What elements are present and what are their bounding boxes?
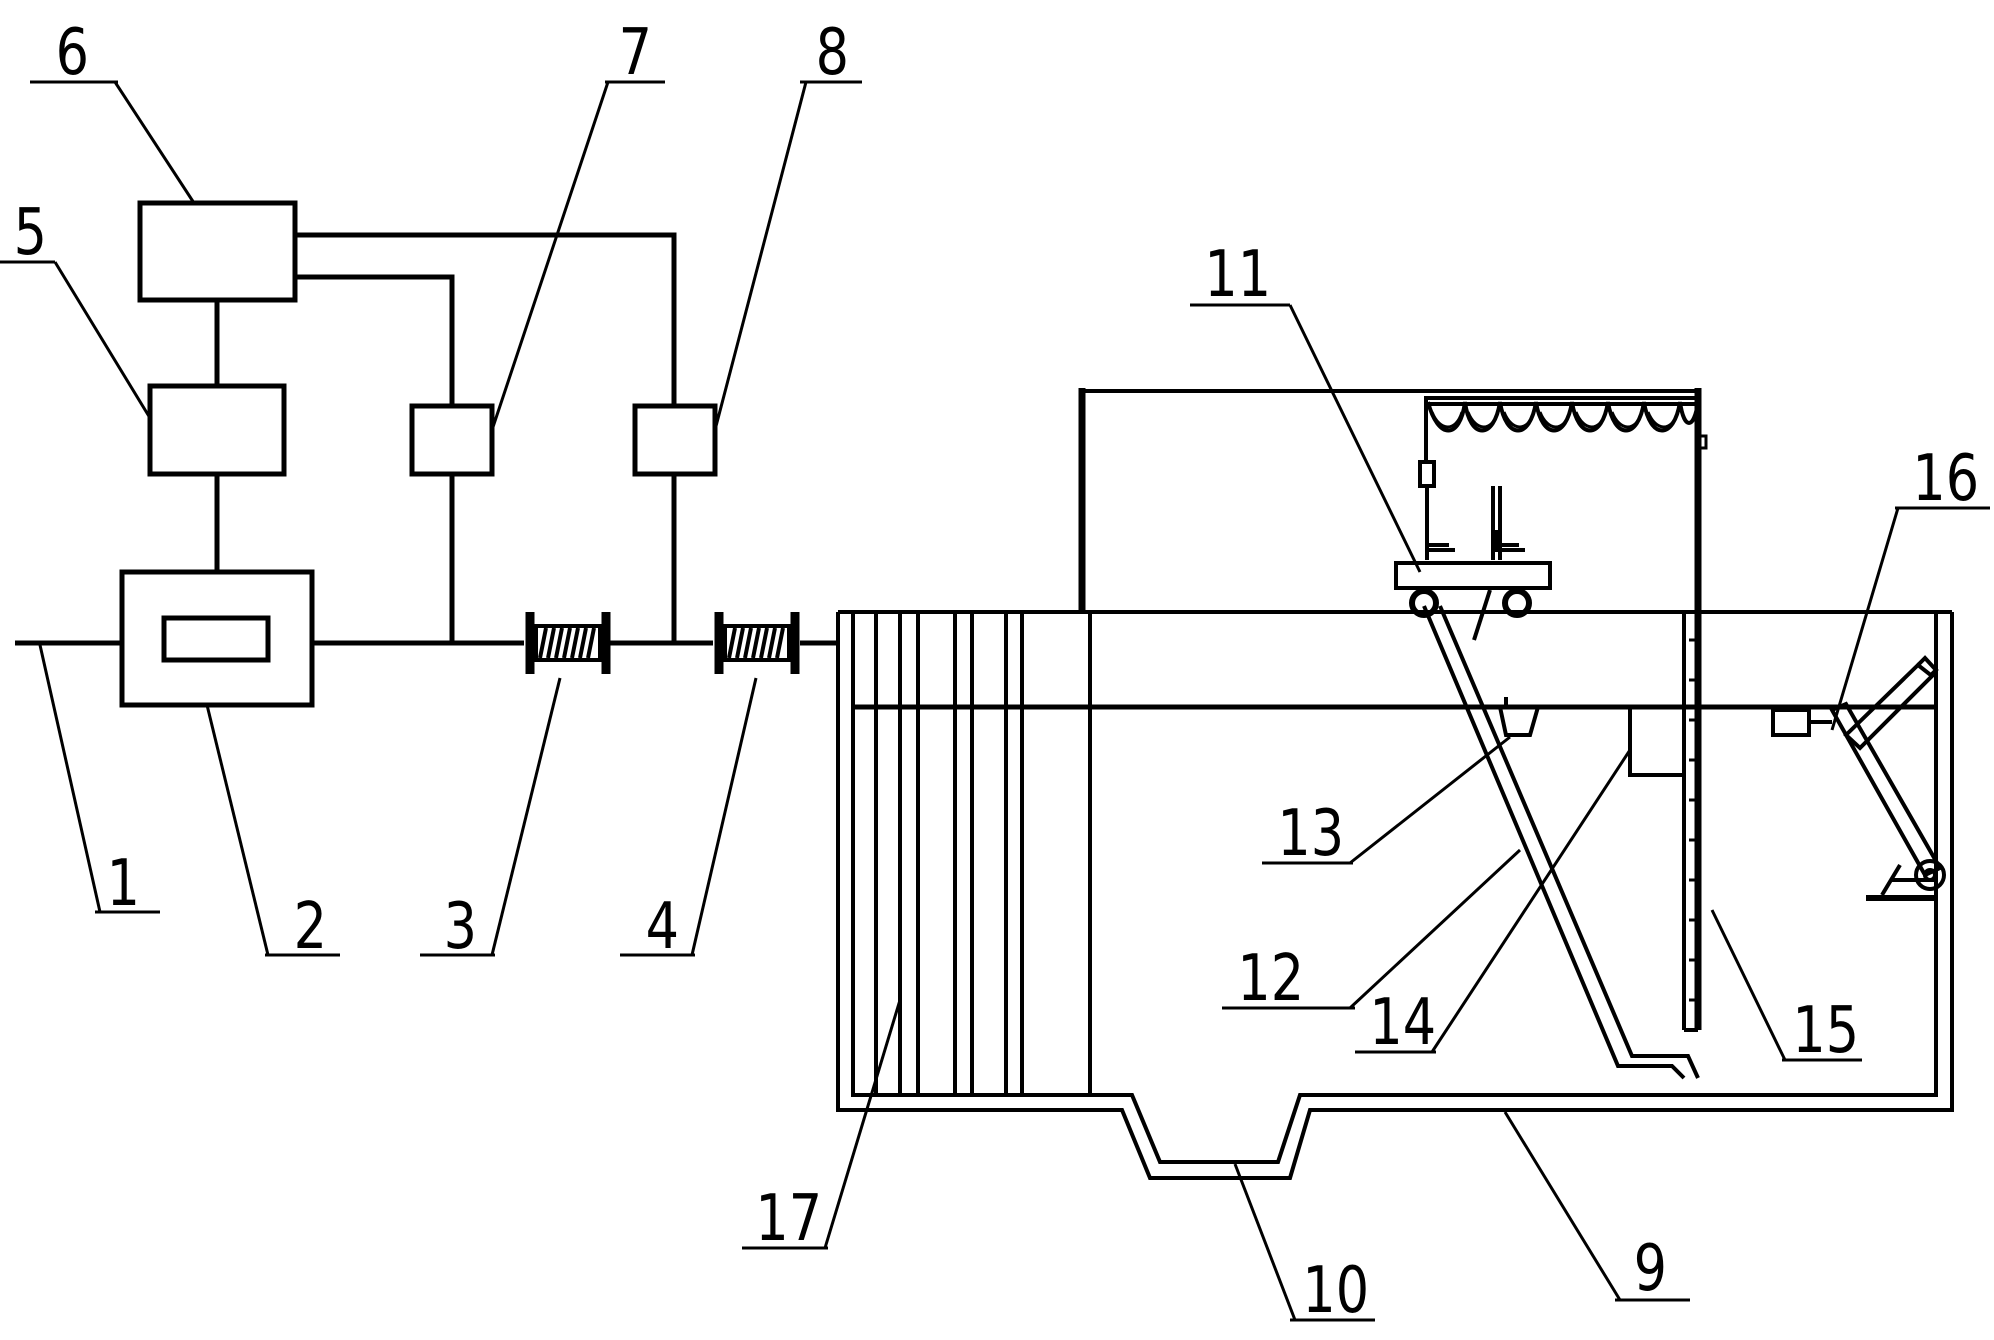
tank-inner-wall — [851, 612, 1938, 1164]
label-11: 11 — [1204, 237, 1271, 311]
tank-outer-wall — [836, 612, 1954, 1180]
label-1: 1 — [107, 846, 140, 920]
coil-4 — [714, 612, 800, 674]
label-4: 4 — [646, 889, 679, 963]
label-14: 14 — [1369, 985, 1436, 1059]
label-5: 5 — [14, 195, 47, 269]
label-12: 12 — [1237, 941, 1304, 1015]
label-2: 2 — [294, 889, 327, 963]
trolley-11 — [1394, 446, 1552, 618]
label-6: 6 — [56, 15, 89, 89]
signal-line-to-8 — [295, 232, 677, 406]
label-16: 16 — [1912, 441, 1979, 515]
label-10: 10 — [1302, 1253, 1369, 1327]
label-17: 17 — [755, 1181, 822, 1255]
meter-box — [119, 569, 315, 708]
mechanism-16 — [1771, 655, 1946, 901]
control-circuit — [15, 200, 838, 708]
box-14 — [1628, 705, 1686, 777]
curtain — [1424, 396, 1700, 446]
label-3: 3 — [444, 889, 477, 963]
box-6 — [137, 200, 298, 303]
label-9: 9 — [1634, 1231, 1667, 1305]
inclined-conveyor-12 — [1422, 589, 1700, 1080]
box-5 — [147, 383, 287, 477]
label-15: 15 — [1792, 993, 1859, 1067]
signal-line-to-7 — [295, 274, 455, 406]
meter-display — [161, 615, 271, 663]
bucket-13 — [1498, 697, 1540, 737]
box-8 — [632, 403, 718, 477]
label-7: 7 — [619, 15, 652, 89]
label-13: 13 — [1277, 796, 1344, 870]
label-8: 8 — [816, 15, 849, 89]
box-7 — [409, 403, 495, 477]
gantry-frame — [1078, 388, 1708, 1032]
grating-17 — [874, 612, 1092, 1095]
number-labels: 1 2 3 4 5 6 7 8 9 10 11 12 13 14 15 16 1… — [14, 15, 1979, 1327]
leader-lines — [0, 80, 1990, 1322]
coil-3 — [525, 612, 611, 674]
